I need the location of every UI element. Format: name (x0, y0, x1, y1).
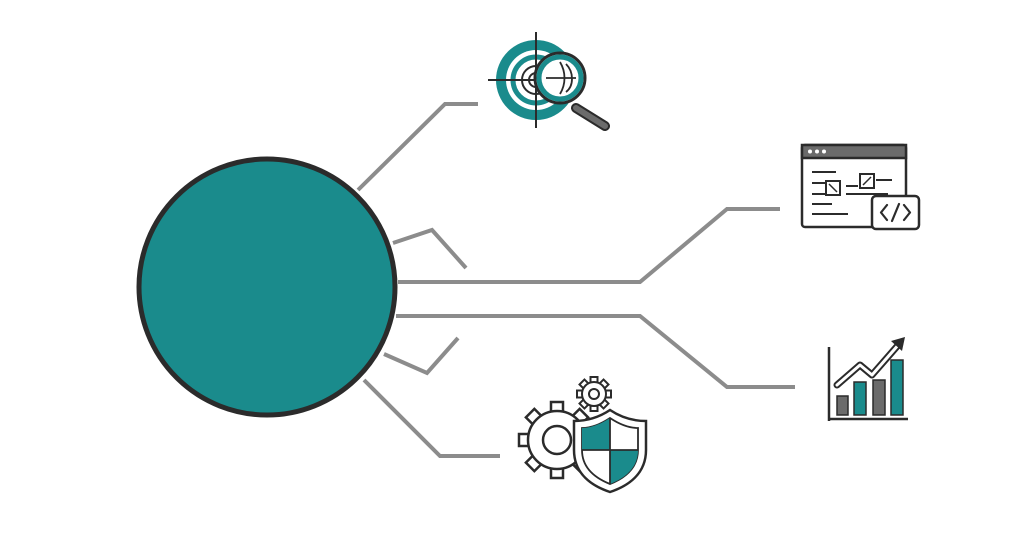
central-circle (136, 156, 398, 418)
gear-shield-icon (517, 376, 648, 494)
bar-chart-growth-icon (827, 337, 908, 421)
connector-growth-analytics (396, 314, 795, 389)
small-gear-icon (576, 376, 612, 412)
target-magnifier-icon (488, 32, 610, 131)
connector-stub-lower (383, 336, 460, 376)
connector-stub-upper (392, 227, 468, 270)
shield-icon (572, 408, 648, 494)
connectors (356, 102, 795, 458)
browser-code-icon (800, 143, 921, 231)
connector-target-search (356, 102, 478, 192)
connector-web-code (398, 207, 780, 284)
large-gear-icon (517, 400, 597, 480)
connector-settings-security (362, 378, 500, 458)
